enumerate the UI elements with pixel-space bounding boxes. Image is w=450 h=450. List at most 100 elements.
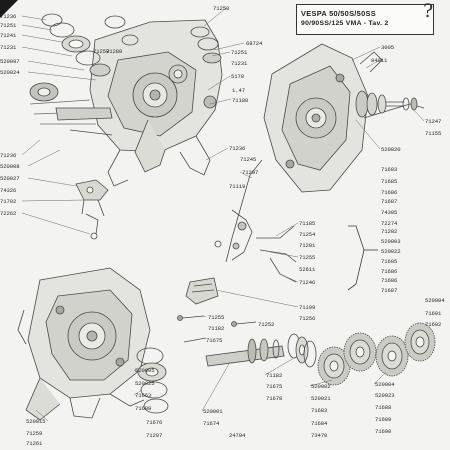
part-number-label: 71207 xyxy=(146,432,163,439)
center-lower-screws xyxy=(177,315,257,327)
corner-mark xyxy=(0,0,18,18)
part-number-label: 71155 xyxy=(425,130,442,137)
part-number-label: 520005 xyxy=(135,367,155,374)
part-number-label: 84011 xyxy=(371,57,388,64)
part-number-label: 24704 xyxy=(229,432,246,439)
part-number-label: 71245 xyxy=(240,156,257,163)
part-number-label: 71603 xyxy=(381,166,398,173)
part-number-label: 52611 xyxy=(299,266,316,273)
part-number-label: 71180 xyxy=(232,97,249,104)
part-number-label: 74326 xyxy=(0,187,17,194)
part-number-label: 71236 xyxy=(229,145,246,152)
part-number-label: 520008 xyxy=(0,163,20,170)
part-number-label: 520021 xyxy=(311,395,331,402)
part-number-label: 71236 xyxy=(0,152,17,159)
part-number-label: 71685 xyxy=(381,178,398,185)
part-number-label: 71688 xyxy=(375,404,392,411)
part-number-label: 71683 xyxy=(311,407,328,414)
part-number-label: 71182 xyxy=(208,325,225,332)
part-number-label: 520023 xyxy=(375,392,395,399)
part-number-label: 71182 xyxy=(266,372,283,379)
part-number-label: 72274 xyxy=(381,220,398,227)
part-number-label: 71686 xyxy=(381,268,398,275)
leader-lines xyxy=(21,7,425,422)
part-number-label: 71231 xyxy=(0,44,17,51)
part-number-label: 520004 xyxy=(425,297,445,304)
part-number-label: 68724 xyxy=(246,40,263,47)
gear-stack-4 xyxy=(404,322,436,362)
part-number-label: 71676 xyxy=(146,419,163,426)
upper-mid-rings xyxy=(190,26,222,64)
part-number-label: 71250 xyxy=(213,5,230,12)
part-number-label: 520024 xyxy=(0,69,20,76)
part-number-label: 71675 xyxy=(266,383,283,390)
part-number-label: 73470 xyxy=(311,432,328,439)
part-number-label: 3005 xyxy=(381,44,395,51)
part-number-label: 71690 xyxy=(375,428,392,435)
part-number-label: 71251 xyxy=(231,49,248,56)
part-number-label: 520020 xyxy=(381,146,401,153)
crankcase-lower-left xyxy=(17,267,151,421)
center-linkage xyxy=(214,159,297,283)
lower-shaft xyxy=(183,337,285,367)
part-number-label: 71601 xyxy=(425,310,442,317)
part-number-label: 71202 xyxy=(381,228,398,235)
part-number-label: 520027 xyxy=(0,175,20,182)
part-number-label: 71687 xyxy=(381,198,398,205)
part-number-label: 71605 xyxy=(381,258,398,265)
part-number-label: 71255 xyxy=(299,254,316,261)
part-number-label: 71674 xyxy=(203,420,220,427)
part-number-label: 74305 xyxy=(381,209,398,216)
part-number-label: 71207 xyxy=(242,169,259,176)
crankcase-upper-left xyxy=(29,19,223,187)
middle-rings xyxy=(287,333,317,368)
gear-stack-3 xyxy=(375,335,409,377)
crankcase-upper-right xyxy=(263,43,425,193)
title-line-2: 90/90SS/125 VMA - Tav. 2 xyxy=(301,20,389,27)
part-number-label: 520004 xyxy=(375,381,395,388)
part-number-label: 71255 xyxy=(208,314,225,321)
part-number-label: 71246 xyxy=(299,279,316,286)
part-number-label: 71236 xyxy=(0,13,17,20)
part-number-label: 71687 xyxy=(381,287,398,294)
part-number-label: 71241 xyxy=(0,32,17,39)
part-number-label: 71201 xyxy=(299,242,316,249)
gear-stack-2 xyxy=(343,332,377,372)
part-number-label: 71231 xyxy=(231,60,248,67)
part-number-label: 71199 xyxy=(299,304,316,311)
part-number-label: 71689 xyxy=(135,405,152,412)
part-number-label: 5178 xyxy=(231,73,245,80)
part-number-label: 71261 xyxy=(26,440,43,447)
part-number-label: 520022 xyxy=(381,248,401,255)
upper-right-shaft xyxy=(355,90,418,118)
title-line-1: VESPA 50/50S/50SS xyxy=(301,9,376,18)
part-number-label: 520003 xyxy=(381,238,401,245)
part-number-label: 71686 xyxy=(381,189,398,196)
lower-left-rings xyxy=(136,347,169,414)
part-number-label: 71254 xyxy=(299,231,316,238)
left-small-parts xyxy=(75,179,109,240)
part-number-label: 71252 xyxy=(258,321,275,328)
part-number-label: 72262 xyxy=(0,210,17,217)
part-number-label: 71684 xyxy=(311,420,328,427)
part-number-label: 1.47 xyxy=(232,87,246,94)
part-number-label: 71258 xyxy=(93,48,110,55)
part-number-label: 71259 xyxy=(26,430,43,437)
part-number-label: 71247 xyxy=(425,118,442,125)
part-number-label: 71280 xyxy=(106,48,123,55)
part-number-label: 520002 xyxy=(311,383,331,390)
part-number-label: 520097 xyxy=(0,58,20,65)
cover-plate xyxy=(185,277,219,305)
part-number-label: 71675 xyxy=(206,337,223,344)
upper-left-rings xyxy=(29,13,139,136)
part-number-label: 71119 xyxy=(229,183,246,190)
part-number-label: 71702 xyxy=(0,198,17,205)
part-number-label: 520025 xyxy=(135,380,155,387)
part-number-label: 520015 xyxy=(26,418,46,425)
part-number-label: 71185 xyxy=(299,220,316,227)
part-number-label: 71256 xyxy=(299,315,316,322)
part-number-label: 71602 xyxy=(425,321,442,328)
right-bracket xyxy=(347,225,365,291)
